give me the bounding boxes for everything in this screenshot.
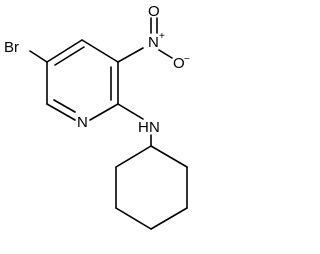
bond-c4-c5-double (54, 46, 85, 66)
amine-hydrogen-label: H (138, 119, 149, 136)
bond-nitro-n-o-right (158, 49, 173, 59)
bromine-atom-label: Br (4, 39, 19, 56)
cyclohexyl-bond (150, 207, 188, 230)
cyclohexyl-bond (115, 207, 152, 230)
cyclohexyl-bond (150, 145, 188, 168)
bond-c5-br (29, 50, 48, 63)
ring-nitrogen-label: N (77, 114, 88, 131)
bond-n1-c6-double (53, 99, 76, 113)
chemical-structure: Br N N + O O − H N (4, 3, 190, 230)
amine-nitrogen-label: N (149, 119, 160, 136)
cyclohexane-ring (115, 145, 188, 230)
nitro-nitrogen-label: N (148, 34, 159, 51)
nitro-oxygen-charge: − (184, 54, 190, 65)
bond-c3-nitro-n (117, 47, 144, 63)
bond-c2-amine-n (117, 103, 144, 120)
nitro-oxygen-right-label: O (173, 55, 185, 72)
bond-c2-n1 (89, 103, 119, 121)
bond-c4-c5 (46, 39, 83, 63)
cyclohexyl-bond (115, 145, 152, 168)
bond-n1-c6 (46, 103, 76, 121)
bond-c4-c3 (81, 39, 119, 63)
pyridine-ring (46, 39, 119, 121)
nitro-nitrogen-charge: + (159, 31, 165, 42)
nitro-oxygen-top-label: O (148, 3, 160, 20)
